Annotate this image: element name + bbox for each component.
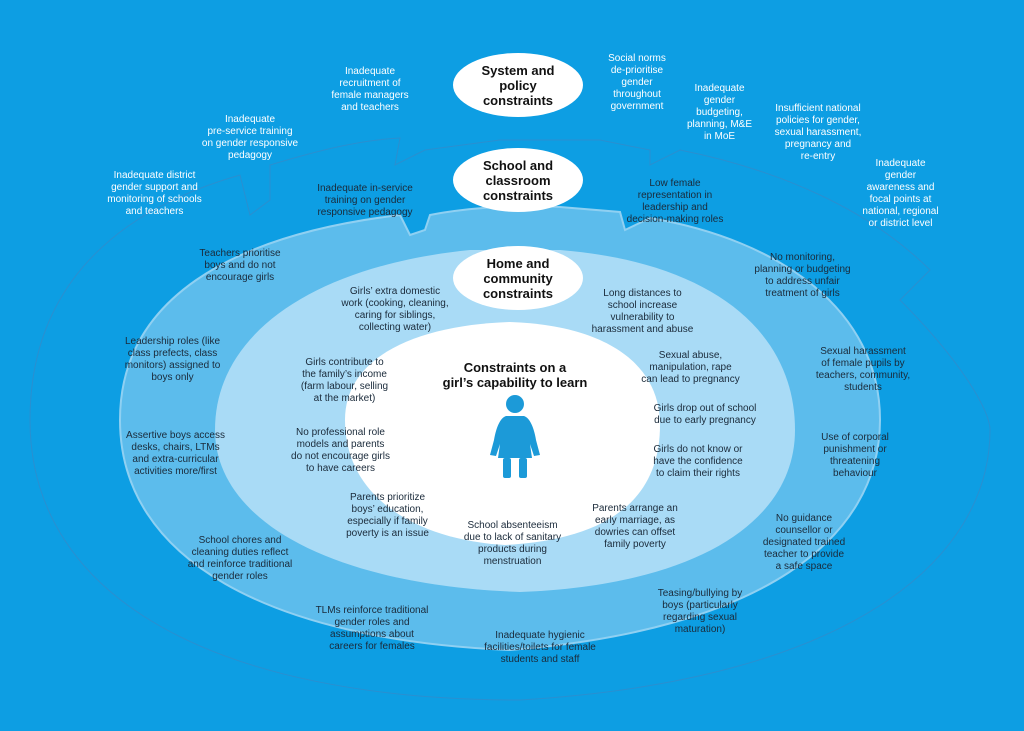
school-item: TLMs reinforce traditional gender roles … (315, 605, 429, 652)
school-item: Use of corporal punishment or threatenin… (821, 432, 889, 479)
system-item: Inadequate gender budgeting, planning, M… (686, 83, 753, 142)
school-item: Teasing/bullying by boys (particularly r… (657, 588, 743, 635)
system-item: Inadequate pre-service training on gende… (201, 114, 299, 161)
school-item: No guidance counsellor or designated tra… (762, 513, 846, 572)
system-item: Social norms de-prioritise gender throug… (608, 53, 666, 112)
system-item: Insufficient national policies for gende… (774, 103, 862, 162)
home-item: Parents arrange an early marriage, as do… (592, 503, 678, 550)
home-item: Girls’ extra domestic work (cooking, cle… (341, 286, 449, 333)
school-item: Sexual harassment of female pupils by te… (815, 346, 911, 393)
system-item: Inadequate recruitment of female manager… (331, 66, 409, 113)
system-item: Inadequate district gender support and m… (107, 170, 202, 217)
school-item: Low female representation in leadership … (626, 178, 724, 225)
home-item: No professional role models and parents … (291, 427, 390, 474)
home-item: Girls contribute to the family’s income … (300, 357, 389, 404)
system-item: Inadequate gender awareness and focal po… (862, 158, 939, 229)
home-title: Home and community constraints (482, 256, 554, 301)
school-item: No monitoring, planning or budgeting to … (754, 252, 851, 299)
girl-figure-icon (490, 395, 540, 478)
home-item: Sexual abuse, manipulation, rape can lea… (641, 350, 740, 385)
center-title: Constraints on a girl’s capability to le… (442, 360, 588, 390)
system-title-oval (453, 53, 583, 117)
school-item: Leadership roles (like class prefects, c… (124, 336, 221, 383)
home-item: Long distances to school increase vulner… (591, 288, 694, 335)
home-item: Parents prioritize boys’ education, espe… (346, 492, 429, 539)
school-item: School chores and cleaning duties reflec… (187, 535, 293, 582)
home-title-oval (453, 246, 583, 310)
home-item: Girls do not know or have the confidence… (653, 444, 743, 479)
school-item: Inadequate hygienic facilities/toilets f… (484, 630, 596, 665)
school-item: Teachers prioritise boys and do not enco… (199, 248, 281, 283)
school-item: Assertive boys access desks, chairs, LTM… (126, 430, 225, 477)
system-title: System and policy constraints (481, 63, 555, 108)
school-title: School and classroom constraints (482, 158, 554, 203)
home-item: Girls drop out of school due to early pr… (653, 403, 757, 426)
school-title-oval (453, 148, 583, 212)
school-item: Inadequate in-service training on gender… (317, 183, 413, 218)
home-item: School absenteeism due to lack of sanita… (463, 520, 562, 567)
school-ring-outline (118, 205, 882, 652)
